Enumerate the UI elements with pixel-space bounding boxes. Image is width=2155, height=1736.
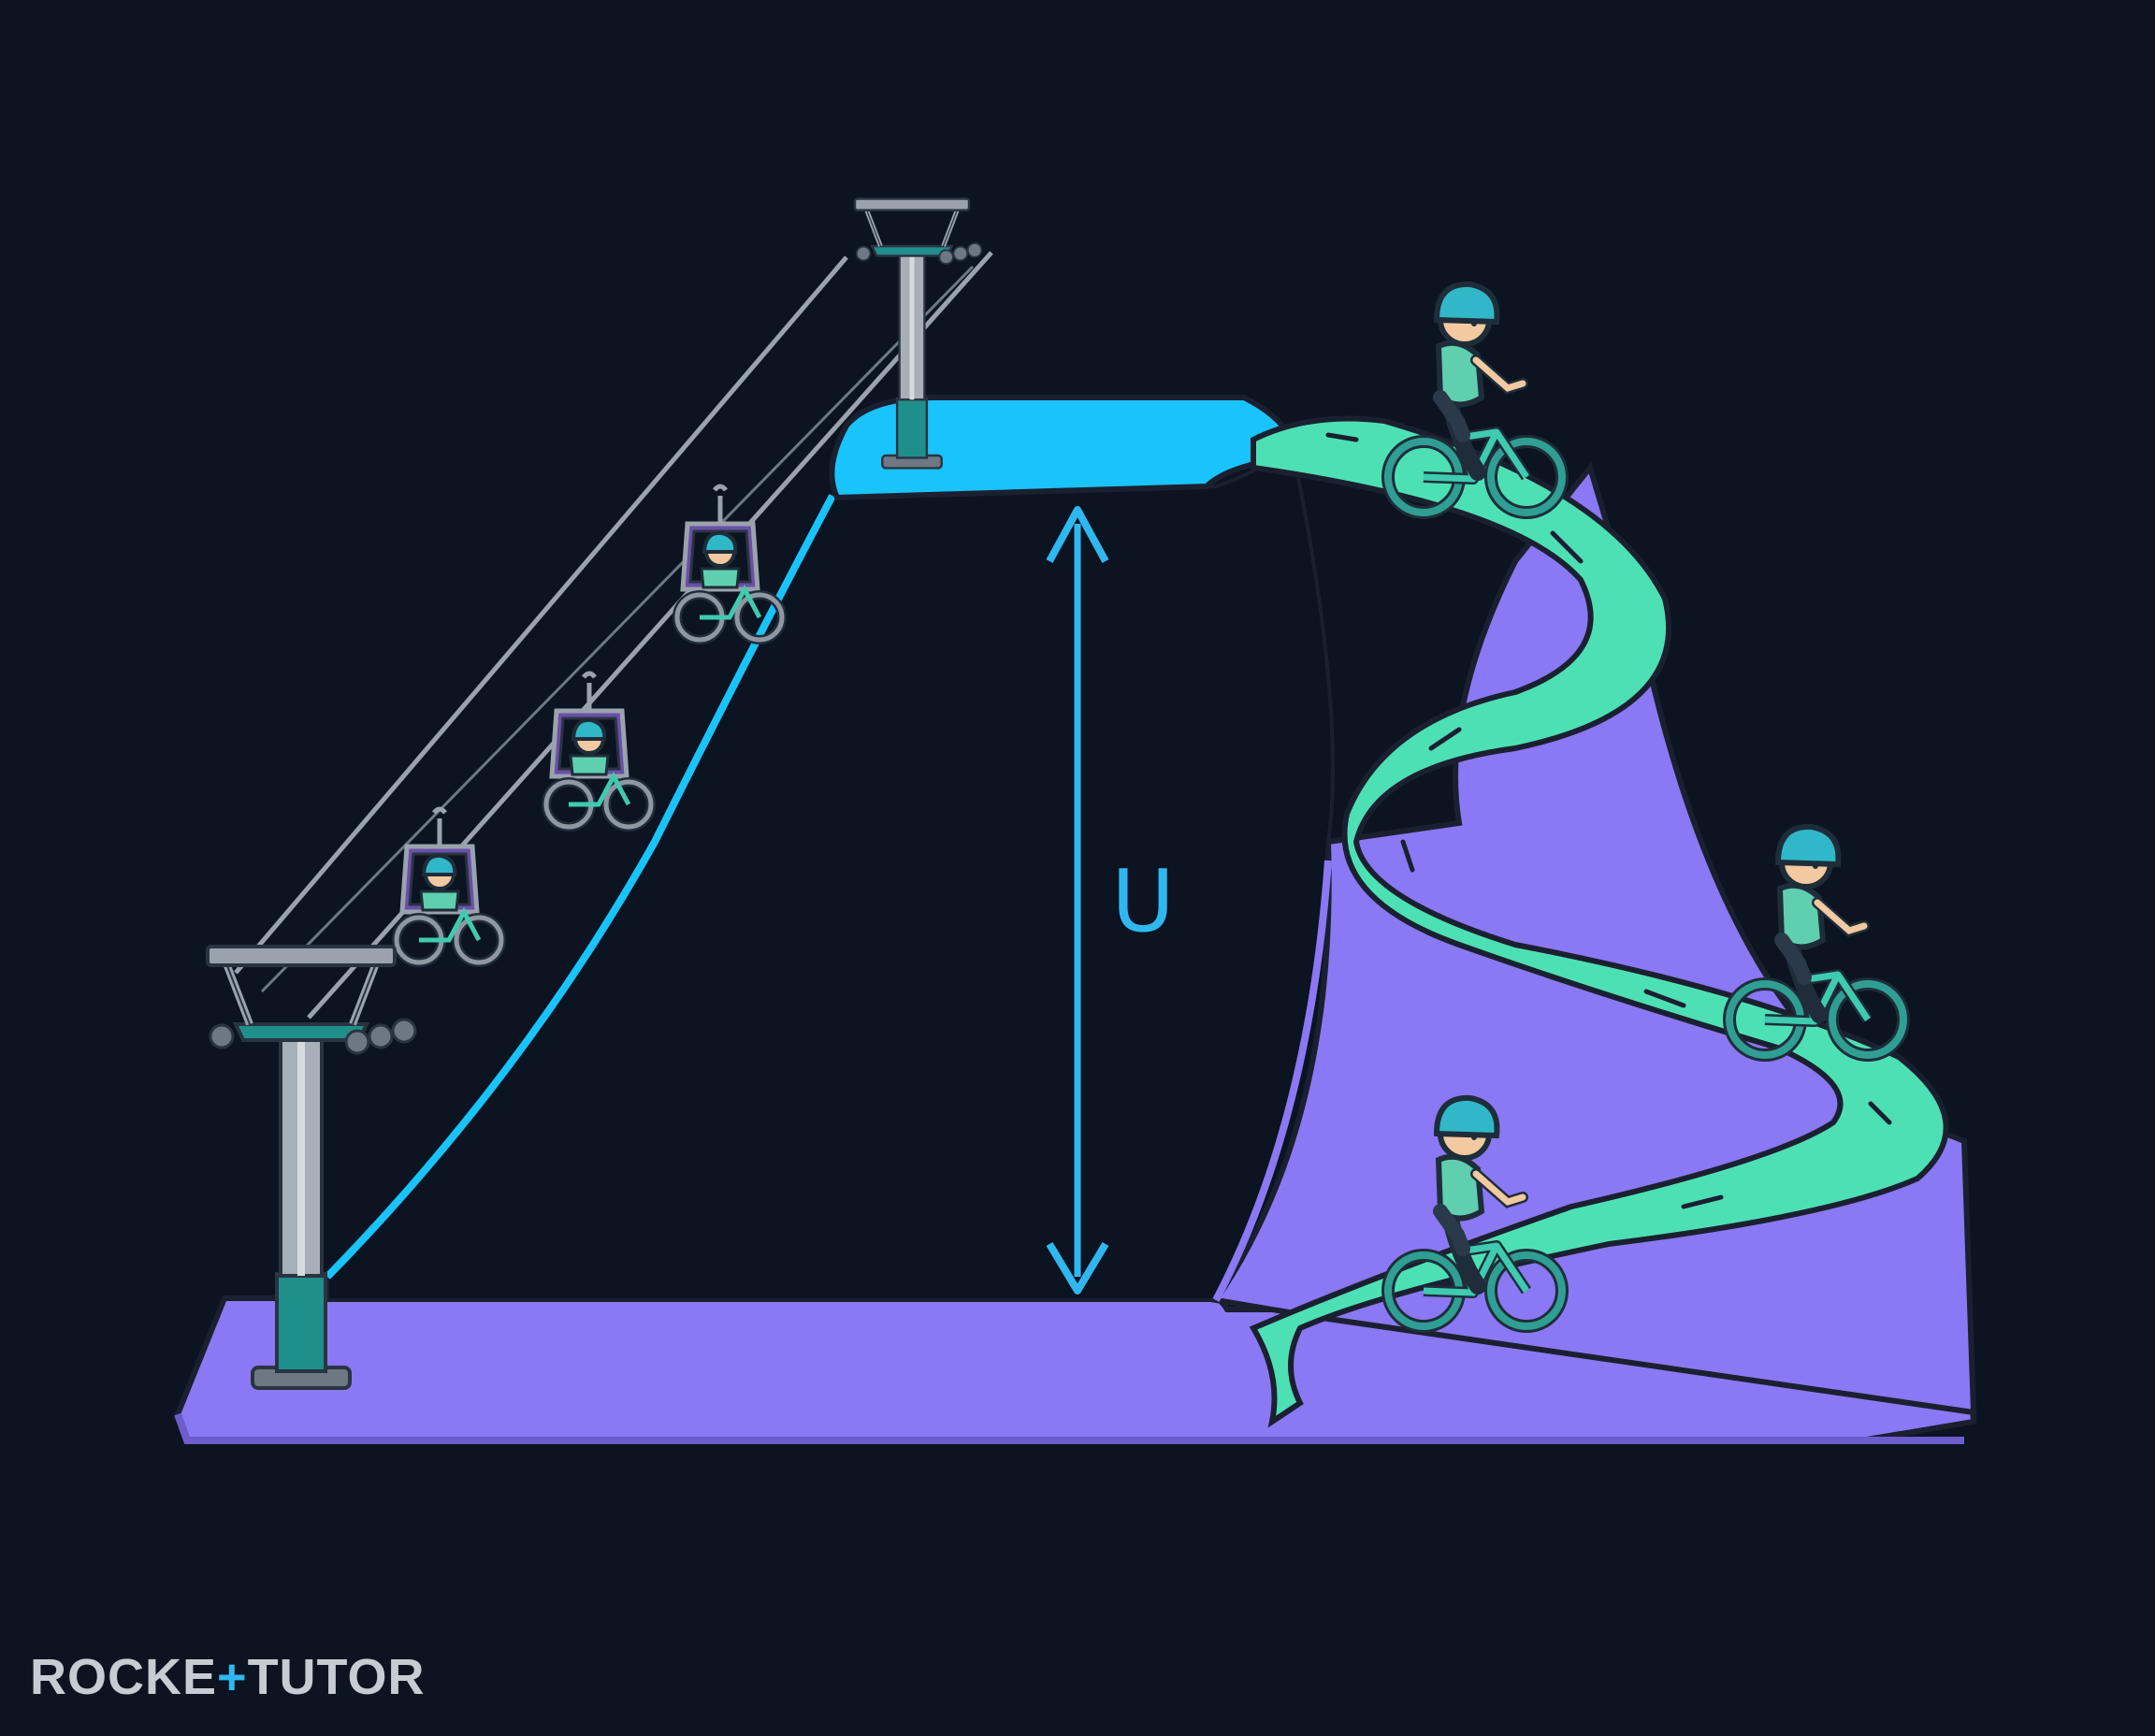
brand-logo: ROCKE+TUTOR (30, 1648, 426, 1706)
brand-text-start: ROCKE (30, 1649, 218, 1705)
height-label: U (1111, 851, 1174, 951)
hill-outline-right (1212, 860, 1332, 1302)
trail-lines (1325, 432, 1892, 1294)
gondola-car-icon (546, 673, 651, 827)
height-arrow (1046, 506, 1109, 1295)
ground-edge (174, 1412, 1964, 1444)
lift-cable-upper (234, 255, 848, 975)
hill-outline-left (325, 494, 836, 1280)
bike-trail (1249, 415, 1949, 1428)
brand-text-end: TUTOR (247, 1649, 426, 1705)
hill-face (325, 434, 1335, 1302)
gondola-car-icon (397, 809, 501, 962)
brand-plus: + (217, 1649, 248, 1705)
lift-cable-return (260, 265, 975, 993)
